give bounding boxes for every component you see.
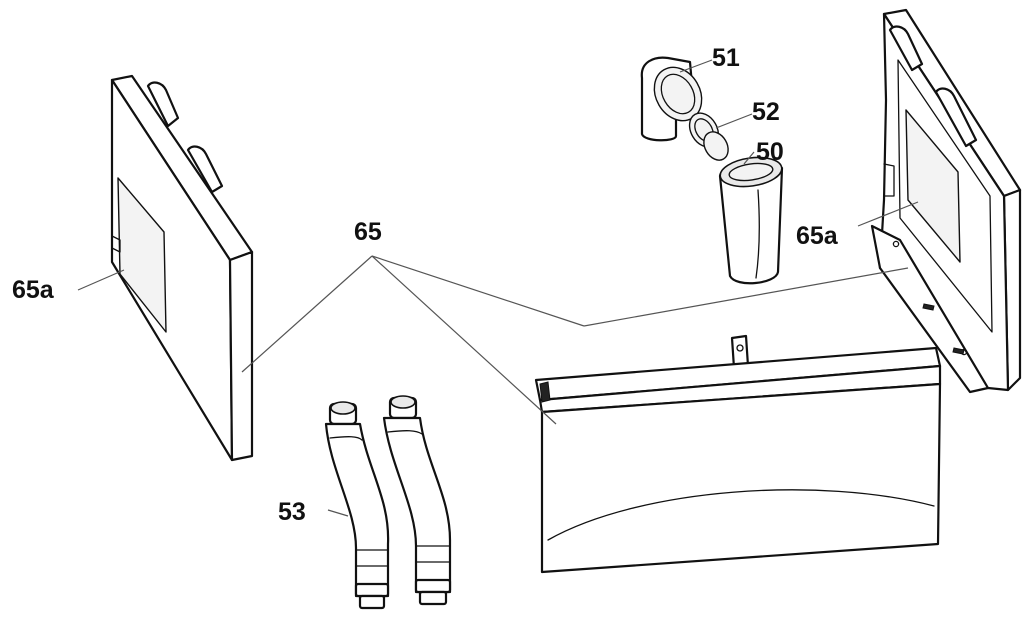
callout-52: 52 [752,98,780,126]
callout-65a-left: 65a [12,276,55,304]
callout-50: 50 [756,138,784,166]
hose-pipe-right [382,395,452,606]
front-panel [534,334,942,574]
right-side-panel [870,8,1022,394]
flue-adapter [718,156,784,285]
left-side-panel [110,74,254,462]
flue-elbow [640,56,703,142]
callout-65: 65 [354,218,382,246]
callout-65a-right: 65a [796,222,839,250]
callout-51: 51 [712,44,740,72]
leader-lines [77,59,919,517]
gasket-ring [688,112,729,161]
hose-pipe-left [324,401,390,610]
callout-53: 53 [278,498,306,526]
